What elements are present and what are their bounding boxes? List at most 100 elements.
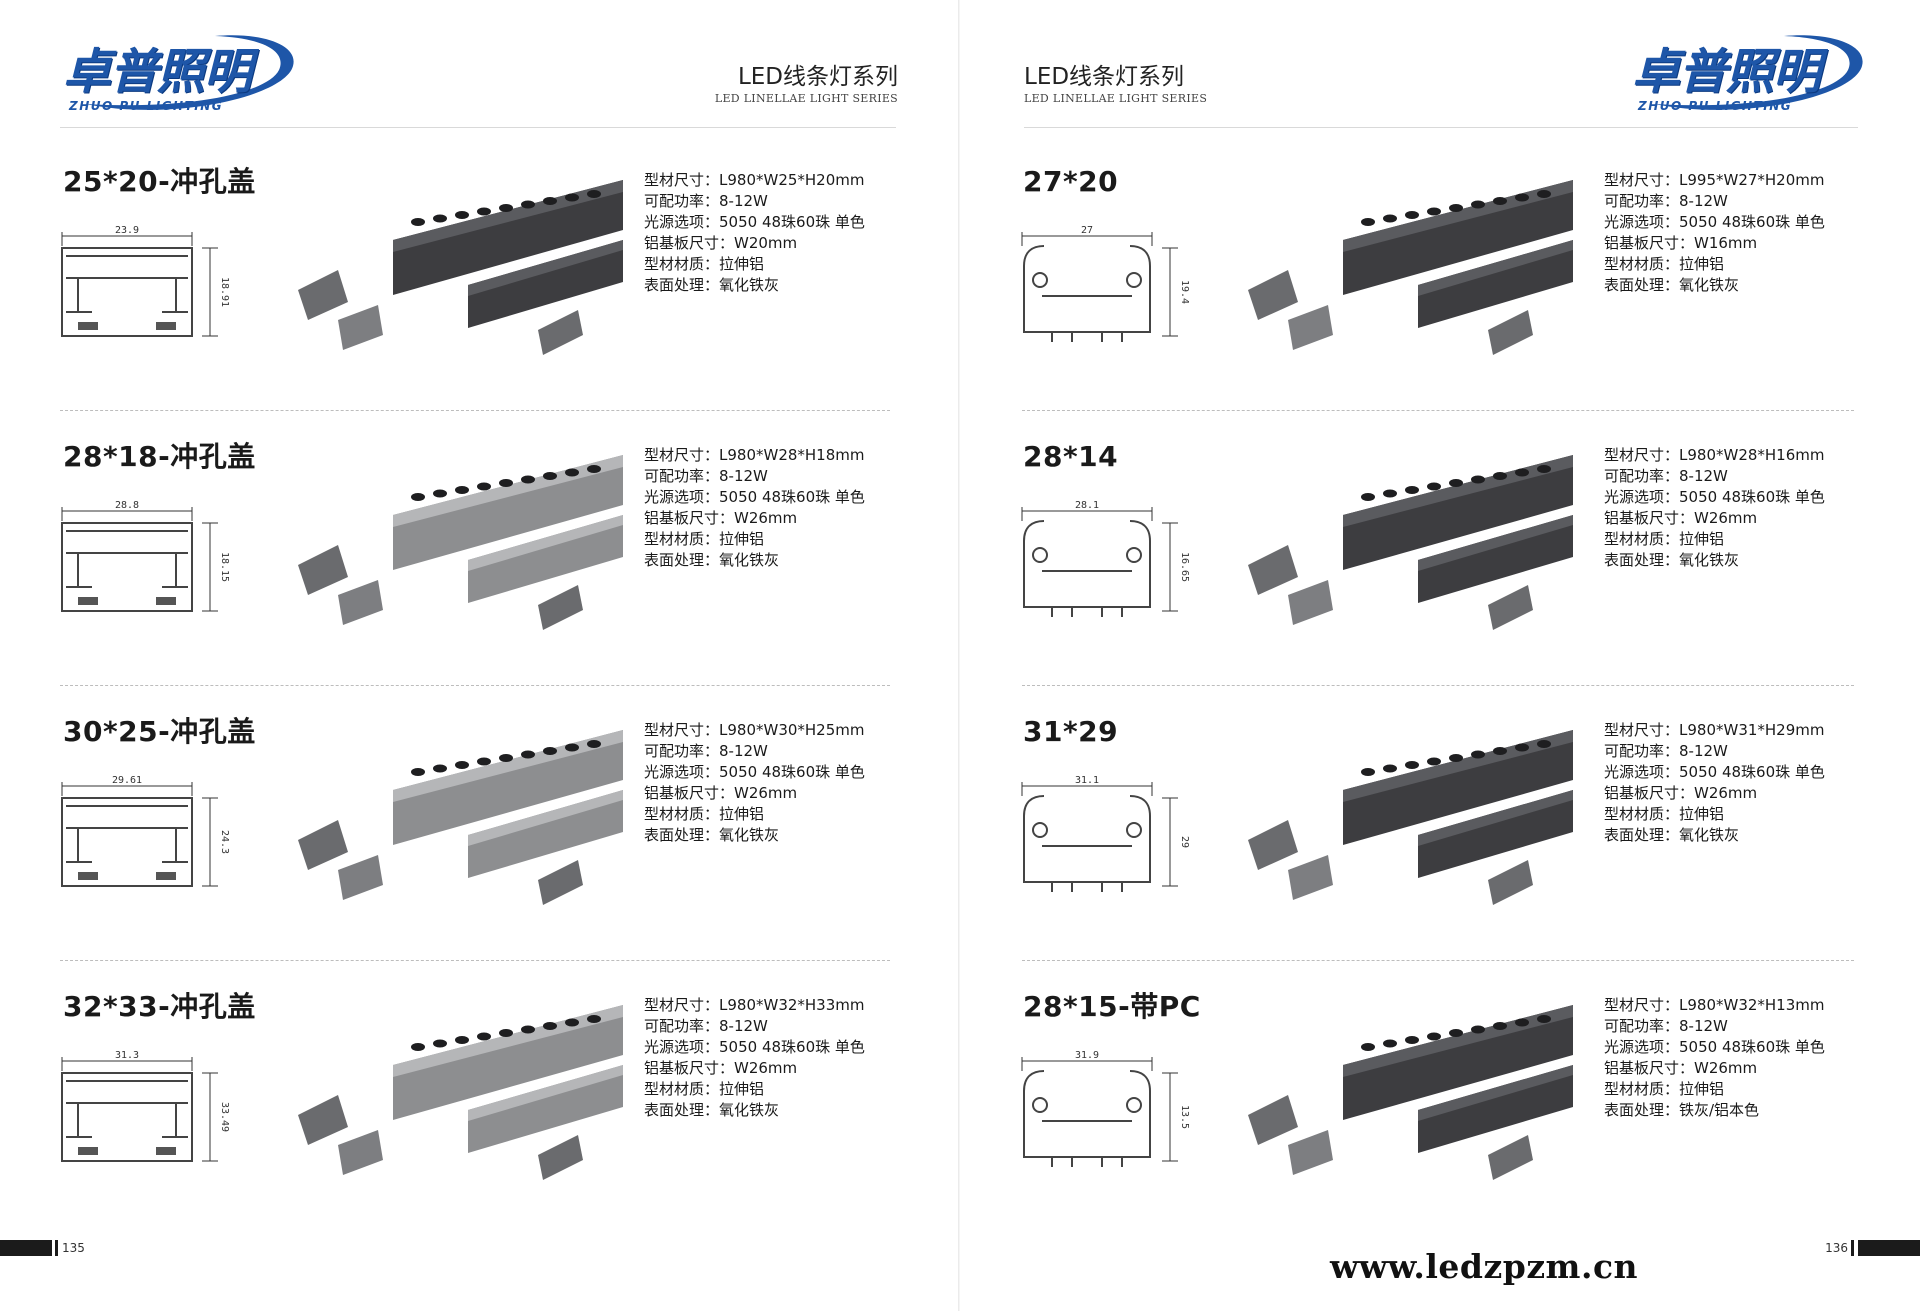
- spec-row: 可配功率：8-12W: [1604, 467, 1728, 485]
- section-divider: [1022, 960, 1854, 961]
- product-photo: [1228, 445, 1573, 640]
- height-dimension: 16.65: [1179, 552, 1190, 582]
- spec-row: 型材尺寸：L980*W31*H29mm: [1604, 721, 1825, 739]
- logo-english-text: ZHUO PU LIGHTING: [69, 99, 224, 113]
- product-title: 28*14: [1023, 440, 1119, 473]
- spec-row: 铝基板尺寸：W26mm: [644, 1059, 798, 1077]
- spec-row: 型材材质：拉伸铝: [644, 1080, 765, 1098]
- spec-row: 可配功率：8-12W: [644, 192, 768, 210]
- spec-row: 可配功率：8-12W: [644, 467, 768, 485]
- series-title-right: LED线条灯系列 LED LINELLAE LIGHT SERIES: [1024, 64, 1208, 105]
- series-title: LED线条灯系列 LED LINELLAE LIGHT SERIES: [715, 66, 898, 105]
- spec-row: 铝基板尺寸：W26mm: [644, 784, 798, 802]
- page-number-right: 136: [1825, 1241, 1848, 1255]
- spec-row: 表面处理：氧化铁灰: [644, 276, 780, 294]
- cross-section-drawing: 23.9 18.91: [52, 225, 232, 376]
- left-page: 卓普照明 ZHUO PU LIGHTING LED线条灯系列 LED LINEL…: [0, 26, 960, 1260]
- spec-row: 光源选项：5050 48珠60珠 单色: [1604, 488, 1825, 506]
- right-page: 卓普照明 ZHUO PU LIGHTING LED线条灯系列 LED LINEL…: [960, 0, 1920, 1311]
- spec-list: 型材尺寸：L980*W32*H33mm 可配功率：8-12W 光源选项：5050 4…: [644, 995, 865, 1121]
- spec-row: 型材材质：拉伸铝: [1604, 255, 1725, 273]
- series-title-en: LED LINELLAE LIGHT SERIES: [1024, 92, 1208, 105]
- width-dimension: 29.61: [112, 776, 142, 786]
- spec-row: 光源选项：5050 48珠60珠 单色: [1604, 213, 1825, 231]
- spec-row: 型材材质：拉伸铝: [1604, 805, 1725, 823]
- width-dimension: 28.1: [1075, 501, 1099, 511]
- product-title: 27*20: [1023, 165, 1119, 198]
- spec-row: 可配功率：8-12W: [644, 742, 768, 760]
- spec-row: 可配功率：8-12W: [644, 1017, 768, 1035]
- spec-row: 光源选项：5050 48珠60珠 单色: [1604, 1038, 1825, 1056]
- spec-row: 铝基板尺寸：W26mm: [1604, 784, 1758, 802]
- spec-row: 可配功率：8-12W: [1604, 742, 1728, 760]
- logo-swoosh-icon: [85, 35, 294, 110]
- logo-chinese-text: 卓普照明: [1632, 44, 1821, 100]
- product-title: 30*25-冲孔盖: [63, 715, 256, 748]
- width-dimension: 31.3: [115, 1051, 139, 1061]
- section-divider: [1022, 410, 1854, 411]
- spec-row: 光源选项：5050 48珠60珠 单色: [644, 1038, 865, 1056]
- spec-row: 型材材质：拉伸铝: [644, 255, 765, 273]
- spec-row: 光源选项：5050 48珠60珠 单色: [1604, 763, 1825, 781]
- product-title: 32*33-冲孔盖: [63, 990, 256, 1023]
- logo-chinese-text: 卓普照明: [63, 44, 252, 100]
- company-logo-right: 卓普照明 ZHUO PU LIGHTING: [1624, 26, 1869, 116]
- product-section: 32*33-冲孔盖 31.3 33.49 型材尺寸：L980*W32*H33mm…: [0, 985, 960, 1260]
- height-dimension: 33.49: [219, 1102, 230, 1132]
- spec-row: 型材材质：拉伸铝: [644, 530, 765, 548]
- spec-row: 铝基板尺寸：W20mm: [644, 234, 798, 252]
- spec-list: 型材尺寸：L980*W28*H18mm 可配功率：8-12W 光源选项：5050 4…: [644, 445, 865, 571]
- spec-row: 型材材质：拉伸铝: [644, 805, 765, 823]
- spec-row: 铝基板尺寸：W26mm: [1604, 1059, 1758, 1077]
- cross-section-drawing: 29.61 24.3: [52, 775, 232, 926]
- height-dimension: 18.15: [219, 552, 230, 582]
- product-photo: [278, 995, 623, 1190]
- spec-row: 表面处理：氧化铁灰: [1604, 276, 1740, 294]
- spec-row: 型材尺寸：L980*W32*H33mm: [644, 996, 865, 1014]
- company-logo: 卓普照明 ZHUO PU LIGHTING: [55, 26, 300, 116]
- spec-row: 光源选项：5050 48珠60珠 单色: [644, 488, 865, 506]
- spec-row: 表面处理：氧化铁灰: [644, 551, 780, 569]
- header-rule: [1024, 127, 1858, 128]
- page-number-tick: [1851, 1240, 1854, 1256]
- section-divider: [1022, 685, 1854, 686]
- product-section: 25*20-冲孔盖 23.9 18.91 型材尺寸：L980*W25*H20mm…: [0, 160, 960, 435]
- product-section: 28*18-冲孔盖 28.8 18.15 型材尺寸：L980*W28*H18mm…: [0, 435, 960, 710]
- spec-row: 表面处理：氧化铁灰: [1604, 826, 1740, 844]
- product-title: 25*20-冲孔盖: [63, 165, 256, 198]
- product-photo: [278, 445, 623, 640]
- height-dimension: 19.4: [1179, 280, 1190, 304]
- section-divider: [60, 960, 890, 961]
- spec-row: 可配功率：8-12W: [1604, 1017, 1728, 1035]
- spec-row: 型材尺寸：L980*W28*H18mm: [644, 446, 865, 464]
- product-photo: [1228, 720, 1573, 915]
- spec-row: 铝基板尺寸：W26mm: [644, 509, 798, 527]
- spec-row: 铝基板尺寸：W16mm: [1604, 234, 1758, 252]
- header-rule: [60, 127, 896, 128]
- series-title-cn: LED线条灯系列: [1024, 64, 1185, 90]
- spec-row: 光源选项：5050 48珠60珠 单色: [644, 213, 865, 231]
- product-photo: [1228, 995, 1573, 1190]
- width-dimension: 27: [1081, 226, 1093, 236]
- spec-row: 型材材质：拉伸铝: [1604, 530, 1725, 548]
- section-divider: [60, 410, 890, 411]
- spec-row: 表面处理：氧化铁灰: [644, 1101, 780, 1119]
- logo-english-text: ZHUO PU LIGHTING: [1638, 99, 1793, 113]
- website-url: www.ledzpzm.cn: [1330, 1247, 1639, 1286]
- product-photo: [1228, 170, 1573, 365]
- product-title: 28*15-带PC: [1023, 990, 1201, 1023]
- spec-row: 表面处理：氧化铁灰: [644, 826, 780, 844]
- product-section: 30*25-冲孔盖 29.61 24.3 型材尺寸：L980*W30*H25mm…: [0, 710, 960, 985]
- width-dimension: 28.8: [115, 501, 139, 511]
- cross-section-drawing: 28.8 18.15: [52, 500, 232, 651]
- spec-row: 可配功率：8-12W: [1604, 192, 1728, 210]
- spec-row: 型材材质：拉伸铝: [1604, 1080, 1725, 1098]
- page-number-tick: [55, 1240, 58, 1256]
- cross-section-drawing: 31.1 29: [1012, 775, 1192, 926]
